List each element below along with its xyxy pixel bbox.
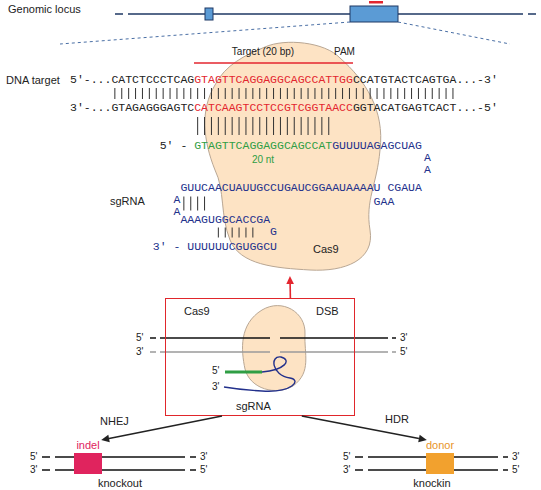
target-sequence: CATCAAGTCCTCCGTCGGTAACC [194, 102, 353, 114]
end-label: 5' [200, 465, 207, 475]
target-line [194, 62, 353, 64]
break-label: DSB [316, 306, 339, 317]
end-label: 3' [200, 452, 207, 462]
outcome-label: knockin [413, 478, 450, 489]
end-label: 5' [343, 452, 350, 462]
exon-large [350, 6, 398, 22]
end-label: 5' [400, 347, 407, 357]
dna-sequence: GGTACATGAGTCACT...-5' [353, 102, 498, 114]
flow-arrow [286, 276, 294, 298]
end-label: 5' [212, 366, 219, 376]
base-pair-bars [114, 88, 453, 99]
blob-shape [205, 42, 381, 270]
rna-base: A [174, 194, 181, 206]
flow-arrow [101, 416, 222, 442]
end-label: 3' [512, 452, 519, 462]
rna-label: sgRNA [110, 196, 145, 207]
end-label: 5' [136, 333, 143, 343]
target-mark [369, 1, 383, 4]
end-label: 5' [30, 452, 37, 462]
end-label: 3' [136, 347, 143, 357]
target-label: Target (20 bp) [232, 47, 294, 57]
rna-sequence: AAAGUGGCACCGA [180, 214, 270, 226]
rna-sequence: CGAUA [387, 182, 422, 194]
dna-strand [150, 351, 396, 353]
rna-sequence: 3' - UUUUUUCGUGGCU [153, 241, 277, 253]
rna-base: G [270, 226, 277, 238]
rna-sequence: GAA [374, 196, 395, 208]
base-pair-bars [197, 117, 329, 135]
rna-base: A [174, 206, 181, 218]
protein-label: Cas9 [184, 306, 210, 317]
donor-site: donor [418, 440, 462, 476]
mechanism-panel: Cas9 DSB sgRNA [165, 298, 355, 416]
insert-block [426, 453, 454, 474]
panel-title: Genomic locus [8, 4, 81, 15]
arrow-head [101, 435, 110, 442]
rna-sequence: GUUUUAGAGCUAG [332, 140, 422, 152]
end-label: 3' [343, 465, 350, 475]
arrow-shaft [109, 416, 222, 438]
insert-block [74, 453, 102, 474]
end-label: 3' [212, 382, 219, 392]
zoom-line [60, 22, 510, 44]
dna-sequence: 3'-...GTAGAGGGAGTC [70, 102, 194, 114]
base-pair-bars [183, 197, 205, 211]
dna-sequence: 5'-...CATCTCCCTCAG [70, 74, 194, 86]
target-sequence: GTAGTTCAGGAGGCAGCCATTGG [194, 74, 353, 86]
flow-arrow [302, 416, 427, 442]
pam-label: PAM [334, 47, 355, 57]
arrow-head [286, 276, 294, 284]
rna-base: A [424, 152, 431, 164]
dna-strand [150, 337, 396, 339]
arrow-head [418, 435, 427, 442]
indel-label: indel [76, 440, 99, 451]
blob-outline [195, 38, 390, 276]
end-label: 3' [30, 465, 37, 475]
dna-strand [42, 469, 196, 471]
donor-label: donor [426, 440, 454, 451]
end-label: 5' - [160, 140, 188, 152]
arrow-shaft [289, 284, 291, 298]
outcome-label: knockout [98, 478, 142, 489]
indel-site: indel [66, 440, 110, 476]
rna-sequence: GUUCAACUAUUGCCUGAUCGGAAUAAAAU [180, 182, 380, 194]
genomic-line [115, 13, 536, 15]
end-label: 5' [512, 465, 519, 475]
pathway-label: HDR [385, 414, 409, 425]
spacer-line [225, 371, 262, 374]
scaffold-line [224, 357, 295, 391]
rna-label: sgRNA [236, 401, 271, 412]
panel-title: DNA target [6, 75, 60, 86]
protein-label: Cas9 [313, 244, 339, 255]
dna-strand [42, 456, 196, 458]
length-label: 20 nt [252, 155, 274, 165]
rna-base: A [424, 164, 431, 176]
pathway-label: NHEJ [100, 416, 129, 427]
exon-small [205, 8, 213, 20]
dna-strand [355, 469, 508, 471]
dna-sequence: CCATGTACTCAGTGA...-3' [353, 74, 498, 86]
cas9-protein: Cas9 [195, 38, 390, 276]
cas9-small [243, 306, 306, 391]
base-pair-bars [218, 228, 254, 238]
arrow-shaft [302, 416, 419, 438]
dna-strand [355, 456, 508, 458]
spacer-sequence: GTAGTTCAGGAGGCAGCCAT [194, 140, 332, 152]
end-label: 3' [400, 333, 407, 343]
